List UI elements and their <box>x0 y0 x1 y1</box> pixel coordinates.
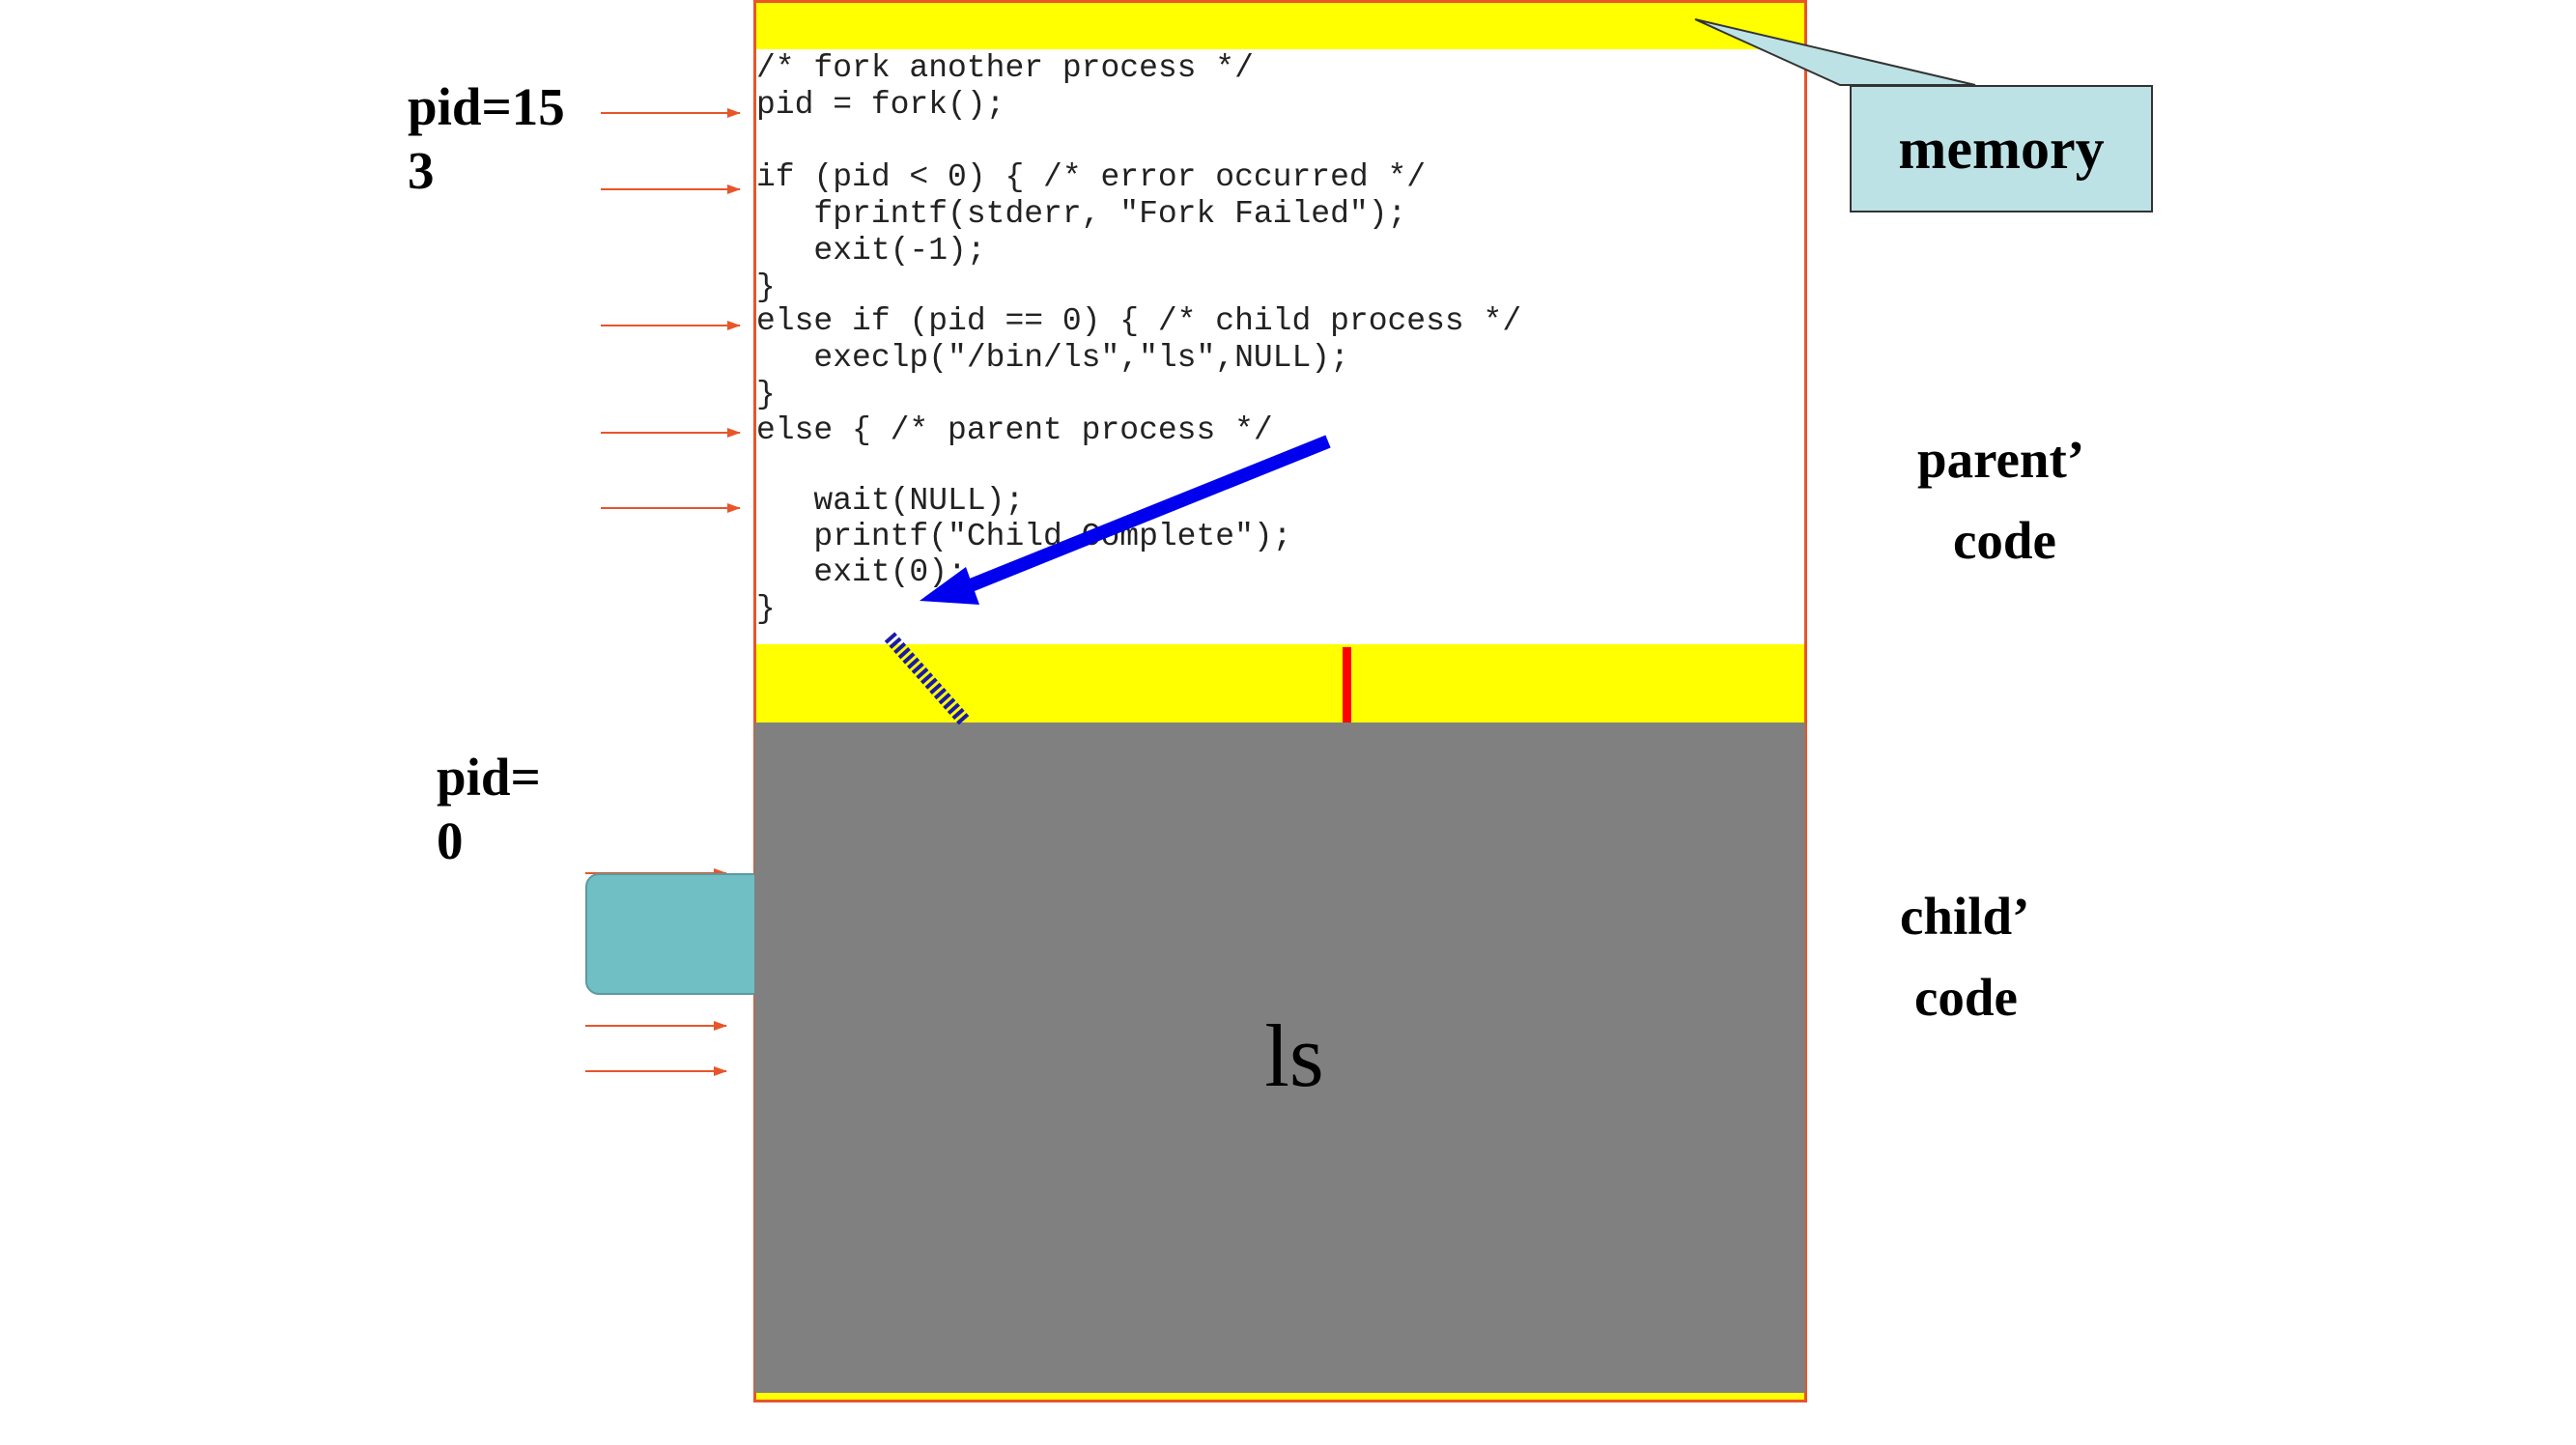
parent-code-area <box>756 49 1804 644</box>
ls-label: ls <box>1264 1006 1324 1105</box>
memory-label: memory <box>1898 116 2105 181</box>
code-line: } <box>756 591 776 627</box>
parent-code-label-line2: code <box>1953 511 2056 570</box>
code-line: fprintf(stderr, "Fork Failed"); <box>756 196 1407 232</box>
code-line: if (pid < 0) { /* error occurred */ <box>756 159 1427 195</box>
code-line: exit(0); <box>756 554 967 590</box>
memory-callout-pointer <box>1694 18 1976 86</box>
blue-arrow <box>963 435 1331 594</box>
pid-parent-label-line1: pid=15 <box>408 77 565 136</box>
dashed-blue-line <box>884 632 972 727</box>
code-line: wait(NULL); <box>756 483 1025 519</box>
code-line: printf("Child Complete"); <box>756 519 1292 554</box>
code-line: execlp("/bin/ls","ls",NULL); <box>756 340 1349 376</box>
code-line: /* fork another process */ <box>756 50 1254 86</box>
code-line: exit(-1); <box>756 233 986 269</box>
code-line: else { /* parent process */ <box>756 412 1273 448</box>
child-code-label-line2: code <box>1914 968 2018 1027</box>
child-code-label-line1: child’ <box>1900 887 2030 946</box>
pid-parent-label-line2: 3 <box>408 141 435 200</box>
pid-child-label-line1: pid= <box>437 748 541 807</box>
code-line: else if (pid == 0) { /* child process */ <box>756 303 1522 339</box>
teal-box <box>585 873 769 995</box>
child-area-edge <box>754 869 783 999</box>
red-marker <box>1343 647 1351 722</box>
parent-code-label-line1: parent’ <box>1917 430 2085 489</box>
code-line: } <box>756 269 776 305</box>
blue-arrow-head <box>920 567 979 605</box>
code-line: pid = fork(); <box>756 87 1005 123</box>
memory-callout: memory <box>1850 85 2153 212</box>
child-code-area <box>754 722 1805 1393</box>
pid-child-label-line2: 0 <box>437 811 464 870</box>
code-line: } <box>756 377 776 412</box>
